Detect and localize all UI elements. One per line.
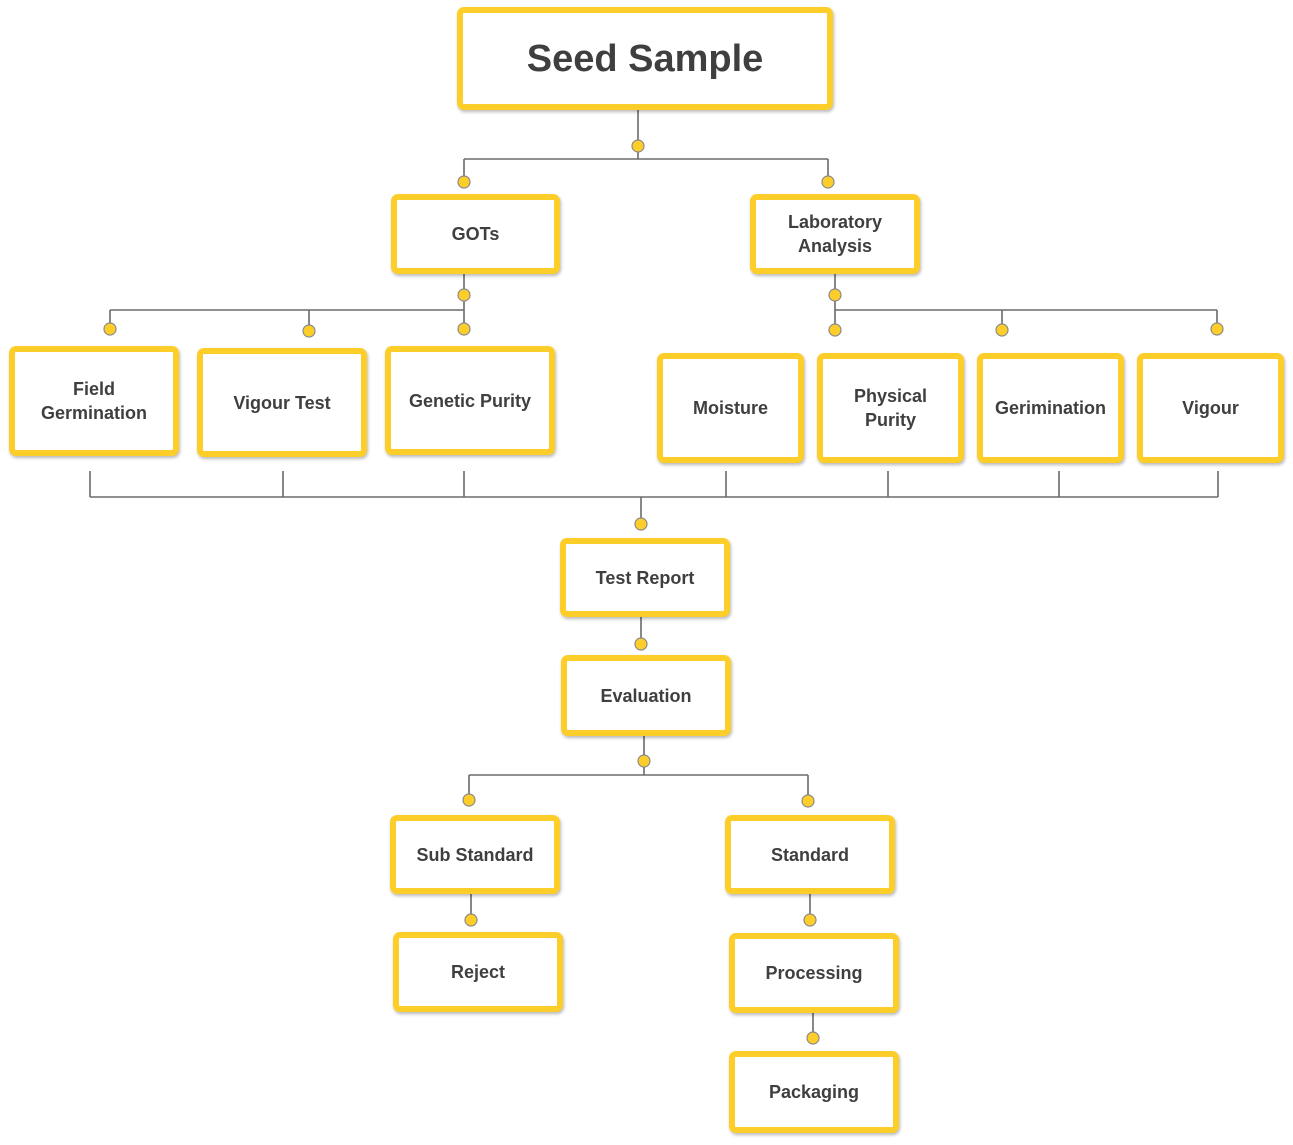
connector-dot — [801, 794, 815, 808]
connector-dot — [302, 324, 316, 338]
node-reject: Reject — [393, 932, 563, 1012]
node-field-germination: Field Germination — [9, 346, 179, 456]
connector-dot — [1210, 322, 1224, 336]
connector-dot — [634, 637, 648, 651]
node-gerimination: Gerimination — [977, 353, 1124, 463]
connector-dots — [103, 139, 1224, 1045]
node-moisture: Moisture — [657, 353, 804, 463]
connector-dot — [462, 793, 476, 807]
node-evaluation: Evaluation — [561, 655, 731, 736]
node-test-report: Test Report — [560, 538, 730, 617]
connector-dot — [634, 517, 648, 531]
node-standard: Standard — [725, 815, 895, 894]
node-physical-purity: Physical Purity — [817, 353, 964, 463]
connector-dot — [803, 913, 817, 927]
connector-dot — [631, 139, 645, 153]
node-sub-standard: Sub Standard — [390, 815, 560, 894]
connector-dot — [464, 913, 478, 927]
connector-dot — [828, 288, 842, 302]
connector-dot — [821, 175, 835, 189]
connector-lab-to-lab-tests — [834, 273, 1218, 330]
connector-dot — [995, 323, 1009, 337]
node-vigour-test: Vigour Test — [197, 348, 367, 457]
connector-evaluation-to-decision — [468, 736, 809, 801]
connector-tests-to-report — [89, 471, 1219, 524]
connector-dot — [637, 754, 651, 768]
connector-dot — [828, 323, 842, 337]
connector-dot — [806, 1031, 820, 1045]
connector-dot — [457, 322, 471, 336]
node-vigour: Vigour — [1137, 353, 1284, 463]
node-laboratory-analysis: Laboratory Analysis — [750, 194, 920, 274]
node-packaging: Packaging — [729, 1051, 899, 1133]
connector-dot — [457, 288, 471, 302]
connector-dot — [103, 322, 117, 336]
node-genetic-purity: Genetic Purity — [385, 346, 555, 455]
connector-dot — [457, 175, 471, 189]
node-gots: GOTs — [391, 194, 560, 274]
node-seed-sample: Seed Sample — [457, 7, 833, 110]
connector-lines — [89, 110, 1219, 1038]
connector-gots-to-field-tests — [109, 273, 465, 331]
node-processing: Processing — [729, 933, 899, 1013]
connector-root-to-level1 — [463, 110, 829, 182]
